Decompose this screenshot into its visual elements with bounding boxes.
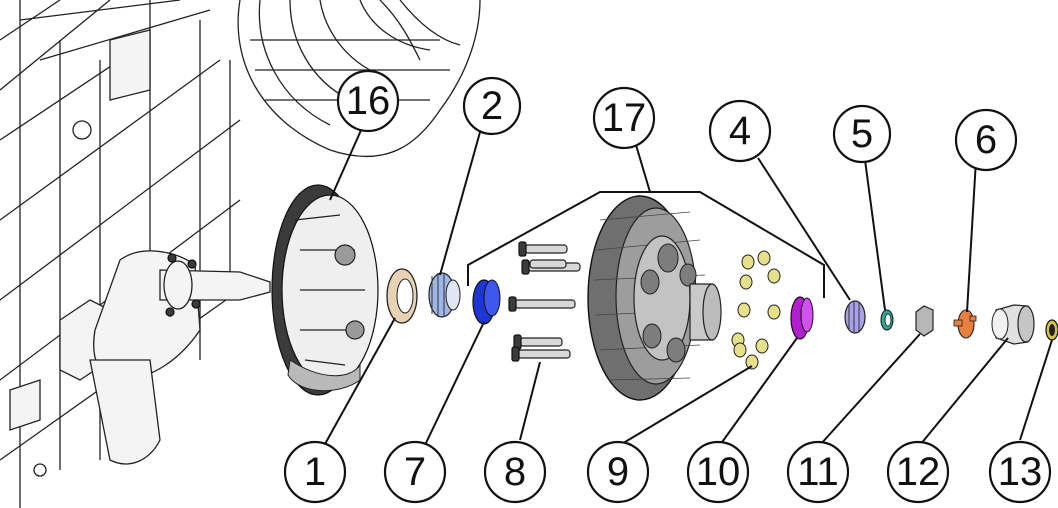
leader-lines (324, 124, 1053, 446)
callout-17-label: 17 (602, 96, 647, 140)
leader-8 (519, 361, 541, 441)
trailer-frame-drawing (0, 0, 481, 508)
leader-2 (439, 124, 483, 276)
callout-6-label: 6 (975, 118, 997, 162)
leader-13 (1019, 339, 1053, 441)
leader-7 (424, 321, 485, 446)
callout-9: 9 (586, 440, 650, 504)
leader-11 (819, 333, 921, 446)
part-7-inner-race (472, 279, 501, 325)
callout-7: 7 (383, 440, 447, 504)
callout-1: 1 (283, 440, 347, 504)
leader-4 (757, 157, 851, 301)
part-4-outer-bearing (844, 300, 866, 334)
part-10-outer-race (790, 296, 814, 340)
callout-12-label: 12 (896, 450, 941, 494)
part-17-hub-drum (587, 195, 722, 401)
callout-16: 16 (336, 69, 400, 133)
part-6-nut-retainer (953, 309, 977, 339)
callout-17: 17 (592, 86, 656, 150)
callout-1-label: 1 (304, 450, 326, 494)
callout-9-label: 9 (607, 450, 629, 494)
part-13-rubber-plug (1045, 319, 1058, 341)
callout-2-label: 2 (481, 84, 503, 128)
callout-11-label: 11 (797, 450, 839, 494)
leader-5 (864, 159, 886, 311)
callout-7-label: 7 (404, 450, 426, 494)
callout-5: 5 (832, 104, 892, 164)
callout-5-label: 5 (851, 112, 873, 156)
torsion-arm-spindle (89, 250, 271, 465)
leader-6 (966, 159, 977, 313)
part-1-grease-seal (386, 268, 418, 324)
callout-13: 13 (988, 440, 1052, 504)
leader-16 (329, 127, 363, 201)
callout-13-label: 13 (998, 450, 1043, 494)
leader-1 (324, 317, 396, 445)
part-2-inner-bearing (428, 272, 461, 318)
callout-10: 10 (686, 440, 750, 504)
leader-9 (619, 365, 753, 446)
part-11-spindle-nut (915, 305, 934, 337)
callout-6: 6 (954, 108, 1018, 172)
part-12-dust-cap (991, 304, 1035, 345)
callout-4: 4 (708, 99, 772, 163)
part-9-lug-nuts (731, 250, 781, 370)
part-5-washer (880, 309, 894, 331)
brake-backing-plate (271, 184, 379, 396)
leader-10 (719, 337, 798, 446)
leader-12 (919, 337, 1009, 446)
callout-11: 11 (786, 440, 850, 504)
part-8-wheel-studs (508, 241, 581, 362)
callout-10-label: 10 (696, 450, 741, 494)
leader-17 (635, 144, 651, 193)
callout-4-label: 4 (729, 109, 751, 153)
callout-8-label: 8 (504, 450, 526, 494)
callout-12: 12 (886, 440, 950, 504)
callout-16-label: 16 (346, 79, 391, 123)
callout-8: 8 (483, 440, 547, 504)
callout-2: 2 (462, 76, 522, 136)
